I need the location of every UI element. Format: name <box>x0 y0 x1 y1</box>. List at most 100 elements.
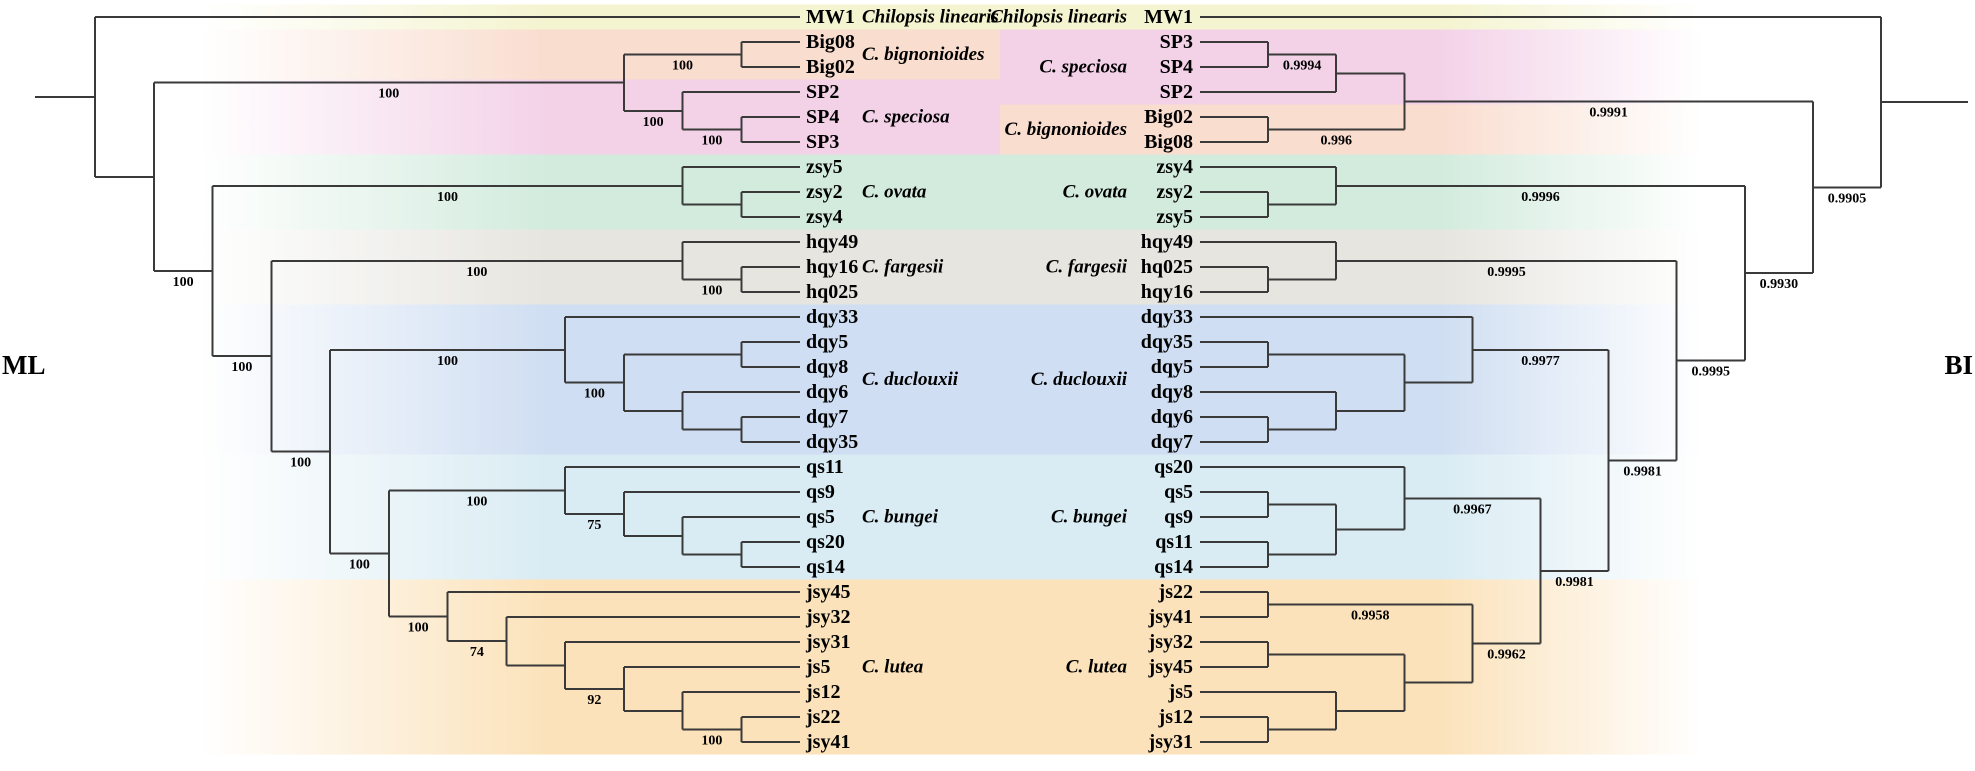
taxon-label-SP4: SP4 <box>1160 56 1193 78</box>
species-band-duclouxii <box>0 304 1000 455</box>
taxon-label-qs11: qs11 <box>806 456 844 478</box>
species-band-speciosa <box>0 79 1000 155</box>
support-value: 100 <box>672 59 693 74</box>
support-value: 0.9905 <box>1828 191 1867 206</box>
taxon-label-dqy6: dqy6 <box>1151 406 1193 428</box>
support-value: 74 <box>470 645 484 660</box>
support-value: 100 <box>437 354 458 369</box>
support-value: 0.9995 <box>1692 365 1731 380</box>
taxon-label-jsy41: jsy41 <box>805 731 850 753</box>
species-label-left-ovata: C. ovata <box>862 182 927 203</box>
support-value: 0.9958 <box>1351 609 1390 624</box>
support-value: 100 <box>643 115 664 130</box>
taxon-label-dqy7: dqy7 <box>806 406 848 428</box>
taxon-label-zsy5: zsy5 <box>1156 206 1193 228</box>
taxon-label-zsy4: zsy4 <box>1156 156 1193 178</box>
support-value: 100 <box>466 494 487 509</box>
support-value: 75 <box>587 518 601 533</box>
taxon-label-qs20: qs20 <box>1154 456 1193 478</box>
taxon-label-qs5: qs5 <box>806 506 835 528</box>
taxon-label-hqy16: hqy16 <box>1141 281 1193 303</box>
taxon-label-zsy4: zsy4 <box>806 206 843 228</box>
bi-tree: MW10.99050.99910.9994SP3SP4SP20.996Big02… <box>1141 6 1968 753</box>
support-value: 0.9981 <box>1555 575 1594 590</box>
taxon-label-js12: js12 <box>1158 706 1193 728</box>
species-band-lutea <box>1000 579 1975 755</box>
support-value: 0.9977 <box>1521 354 1560 369</box>
taxon-label-Big02: Big02 <box>806 56 855 78</box>
taxon-label-zsy2: zsy2 <box>806 181 843 203</box>
taxon-label-qs9: qs9 <box>806 481 835 503</box>
taxon-label-jsy45: jsy45 <box>1148 656 1193 678</box>
support-value: 0.9996 <box>1521 190 1560 205</box>
support-value: 100 <box>584 387 605 402</box>
taxon-label-SP3: SP3 <box>806 131 839 153</box>
bi-method-label: BI <box>1944 350 1973 380</box>
species-label-left-speciosa: C. speciosa <box>862 107 950 128</box>
taxon-label-dqy8: dqy8 <box>1151 381 1193 403</box>
taxon-label-jsy45: jsy45 <box>805 581 850 603</box>
species-label-left-duclouxii: C. duclouxii <box>862 369 959 390</box>
taxon-label-zsy2: zsy2 <box>1156 181 1193 203</box>
species-label-right-fargesii: C. fargesii <box>1046 257 1128 278</box>
support-value: 100 <box>231 360 252 375</box>
species-label-right-bignonioides: C. bignonioides <box>1005 119 1127 140</box>
support-value: 100 <box>466 265 487 280</box>
support-value: 100 <box>349 558 370 573</box>
taxon-label-qs11: qs11 <box>1155 531 1193 553</box>
taxon-label-hq025: hq025 <box>806 281 858 303</box>
taxon-label-js12: js12 <box>805 681 840 703</box>
taxon-label-qs14: qs14 <box>806 556 845 578</box>
support-value: 0.9930 <box>1760 277 1799 292</box>
species-band-speciosa <box>1000 29 1975 105</box>
species-band-ovata <box>0 154 1000 230</box>
taxon-label-dqy33: dqy33 <box>1141 306 1193 328</box>
support-value: 0.9962 <box>1487 648 1526 663</box>
species-band-duclouxii <box>1000 304 1975 455</box>
taxon-label-jsy31: jsy31 <box>805 631 850 653</box>
taxon-label-MW1: MW1 <box>806 6 855 28</box>
taxon-label-js22: js22 <box>1158 581 1193 603</box>
taxon-label-js22: js22 <box>805 706 840 728</box>
taxon-label-SP4: SP4 <box>806 106 839 128</box>
species-band-lutea <box>0 579 1000 755</box>
support-value: 100 <box>408 621 429 636</box>
taxon-label-jsy32: jsy32 <box>805 606 850 628</box>
taxon-label-qs20: qs20 <box>806 531 845 553</box>
taxon-label-dqy8: dqy8 <box>806 356 848 378</box>
support-value: 0.9981 <box>1623 464 1662 479</box>
taxon-label-dqy35: dqy35 <box>806 431 858 453</box>
species-label-left-bignonioides: C. bignonioides <box>862 44 984 65</box>
taxon-label-dqy7: dqy7 <box>1151 431 1193 453</box>
support-value: 100 <box>378 87 399 102</box>
taxon-label-hqy16: hqy16 <box>806 256 858 278</box>
species-label-right-bungei: C. bungei <box>1051 507 1128 528</box>
support-value: 0.9991 <box>1589 105 1628 120</box>
taxon-label-jsy31: jsy31 <box>1148 731 1193 753</box>
support-value: 0.9995 <box>1487 265 1526 280</box>
taxon-label-SP3: SP3 <box>1160 31 1193 53</box>
taxon-label-jsy41: jsy41 <box>1148 606 1193 628</box>
taxon-label-js5: js5 <box>805 656 830 678</box>
species-label-right-ovata: C. ovata <box>1063 182 1128 203</box>
species-band-bungei <box>0 454 1000 580</box>
species-label-left-lutea: C. lutea <box>862 657 924 678</box>
support-value: 100 <box>701 284 722 299</box>
ml-tree: MW1100100Big08Big02100SP2100SP4SP3100100… <box>35 6 858 753</box>
taxon-label-dqy5: dqy5 <box>1151 356 1193 378</box>
support-value: 100 <box>173 275 194 290</box>
taxon-label-qs14: qs14 <box>1154 556 1193 578</box>
species-label-left-linearis: Chilopsis linearis <box>862 7 999 28</box>
taxon-label-zsy5: zsy5 <box>806 156 843 178</box>
taxon-label-SP2: SP2 <box>1160 81 1193 103</box>
taxon-label-Big08: Big08 <box>1144 131 1193 153</box>
taxon-label-jsy32: jsy32 <box>1148 631 1193 653</box>
taxon-label-js5: js5 <box>1168 681 1193 703</box>
taxon-label-qs9: qs9 <box>1164 506 1193 528</box>
taxon-label-MW1: MW1 <box>1144 6 1193 28</box>
taxon-label-dqy6: dqy6 <box>806 381 848 403</box>
species-label-right-lutea: C. lutea <box>1066 657 1128 678</box>
species-label-right-duclouxii: C. duclouxii <box>1031 369 1128 390</box>
